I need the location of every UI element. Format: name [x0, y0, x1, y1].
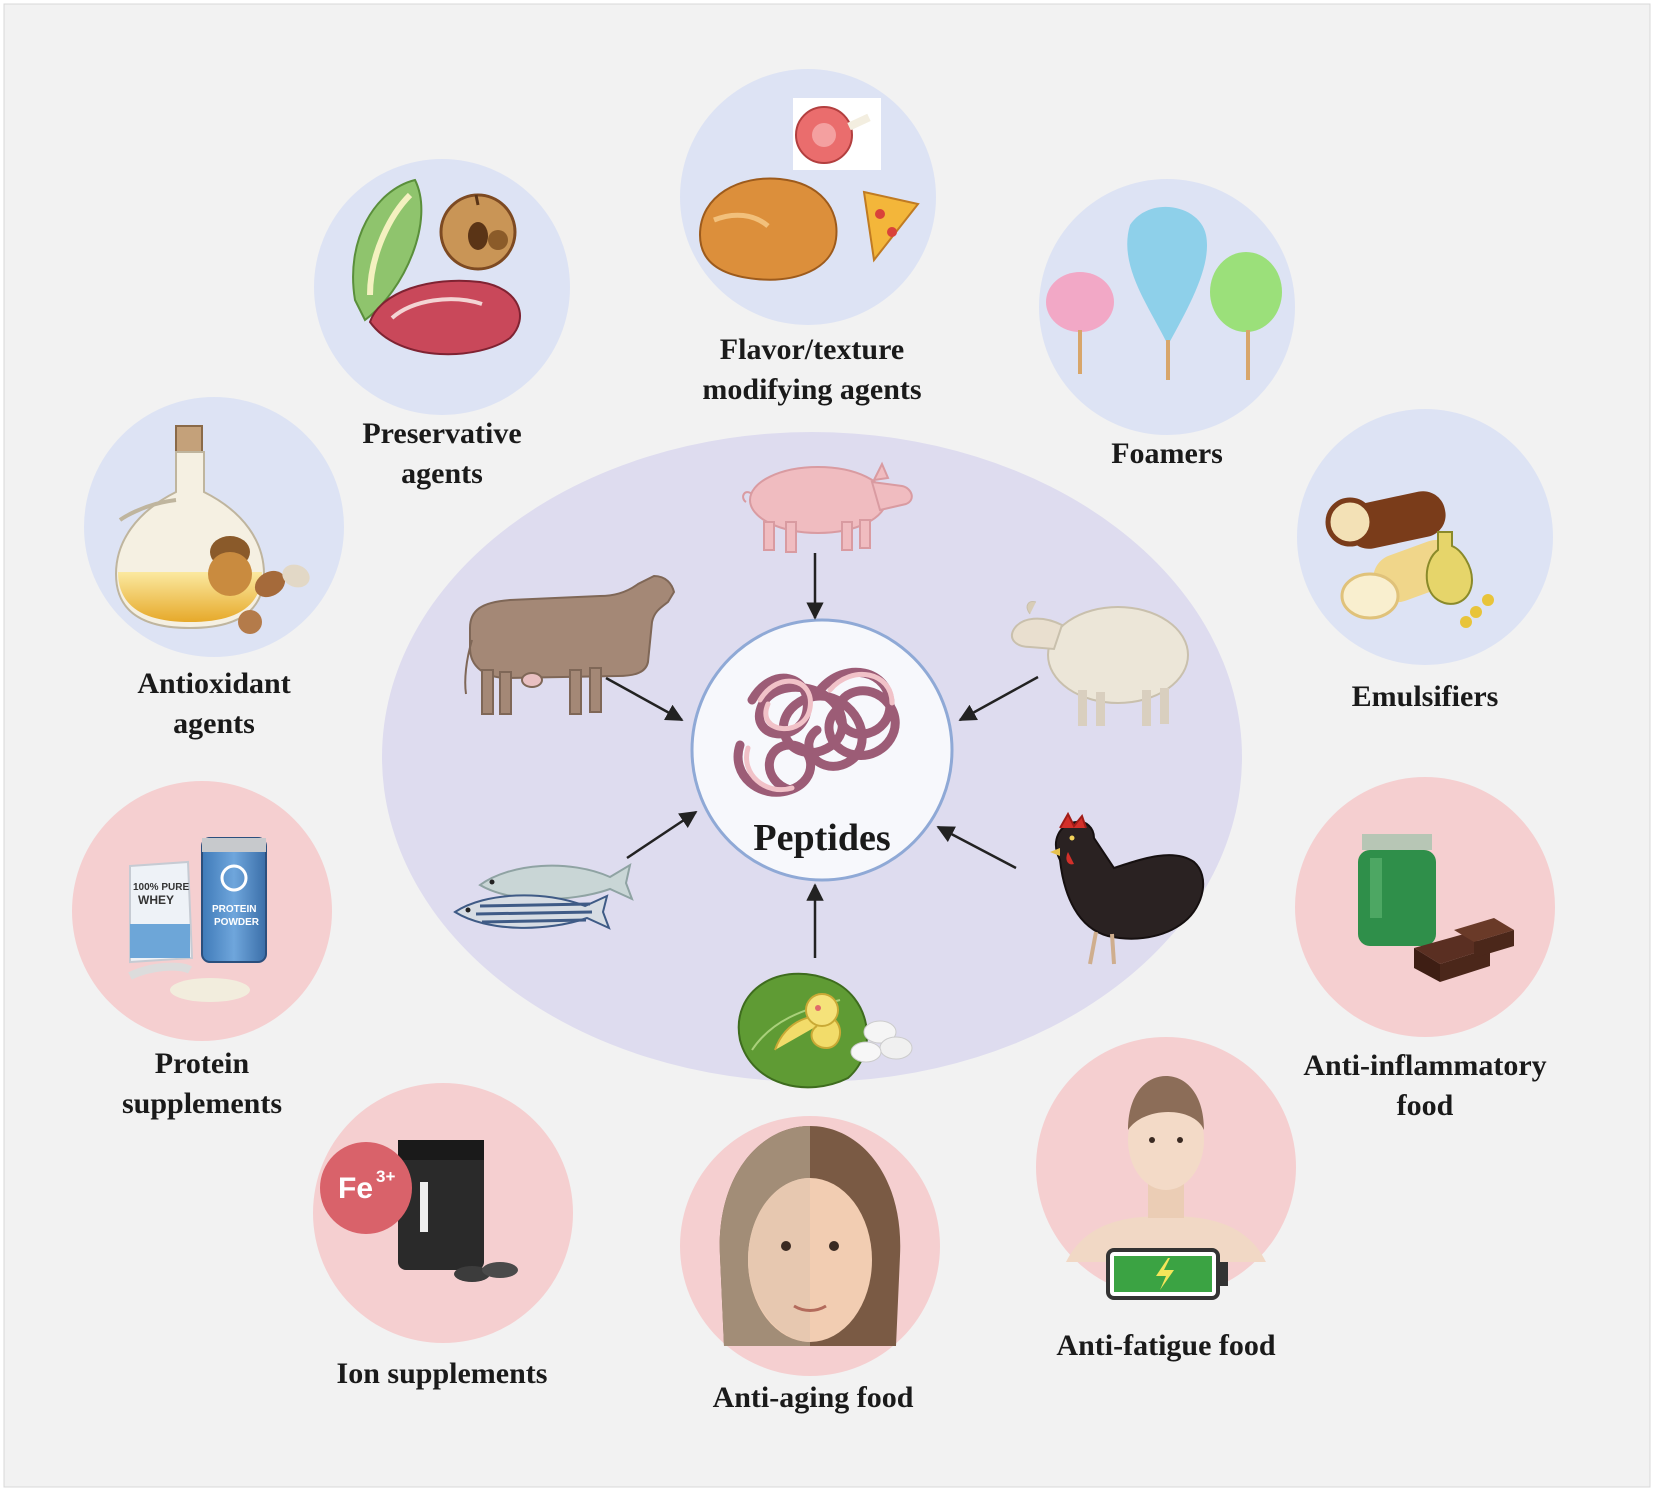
- cotton-candy-icon: [1046, 206, 1282, 380]
- protein-supplement-icon: 100% PURE WHEY PROTEIN POWDER: [128, 837, 267, 1002]
- label-foamers: Foamers: [1111, 437, 1223, 470]
- iron-charge: 3+: [376, 1167, 395, 1186]
- silkworm-icon: [737, 972, 913, 1089]
- sheep-icon: [1011, 601, 1189, 726]
- whey-line-1: 100% PURE: [133, 882, 189, 893]
- preservative-food-icon: [352, 178, 521, 356]
- fish-icon: [453, 862, 634, 930]
- fatigue-person-icon: [1066, 1076, 1266, 1300]
- arrow-chicken: [936, 825, 1017, 870]
- label-emulsifiers: Emulsifiers: [1351, 680, 1499, 713]
- antiinflammatory-food-icon: [1358, 834, 1514, 982]
- center-label: Peptides: [753, 817, 891, 859]
- cow-icon: [464, 574, 676, 715]
- arrow-cow: [605, 676, 684, 722]
- arrow-sheep: [958, 675, 1039, 722]
- emulsifiers-food-icon: [1325, 491, 1494, 628]
- antioxidant-food-icon: [114, 425, 310, 634]
- chicken-icon: [1050, 811, 1204, 965]
- ion-supplement-icon: Fe 3+: [320, 1140, 518, 1282]
- iron-symbol: Fe: [338, 1172, 373, 1205]
- face-icon: [719, 1126, 901, 1346]
- source-arrows: [605, 553, 1039, 958]
- flavor-food-icon: [698, 98, 920, 281]
- powder-line-2: POWDER: [214, 917, 260, 928]
- whey-line-2: WHEY: [138, 893, 174, 907]
- powder-line-1: PROTEIN: [212, 904, 256, 915]
- label-antiaging: Anti-aging food: [712, 1381, 914, 1414]
- label-antifatigue: Anti-fatigue food: [1056, 1329, 1276, 1362]
- peptide-chain-icon-light: [744, 672, 895, 793]
- arrow-fish: [626, 810, 698, 860]
- label-ion: Ion supplements: [336, 1357, 548, 1390]
- pig-icon: [742, 461, 913, 553]
